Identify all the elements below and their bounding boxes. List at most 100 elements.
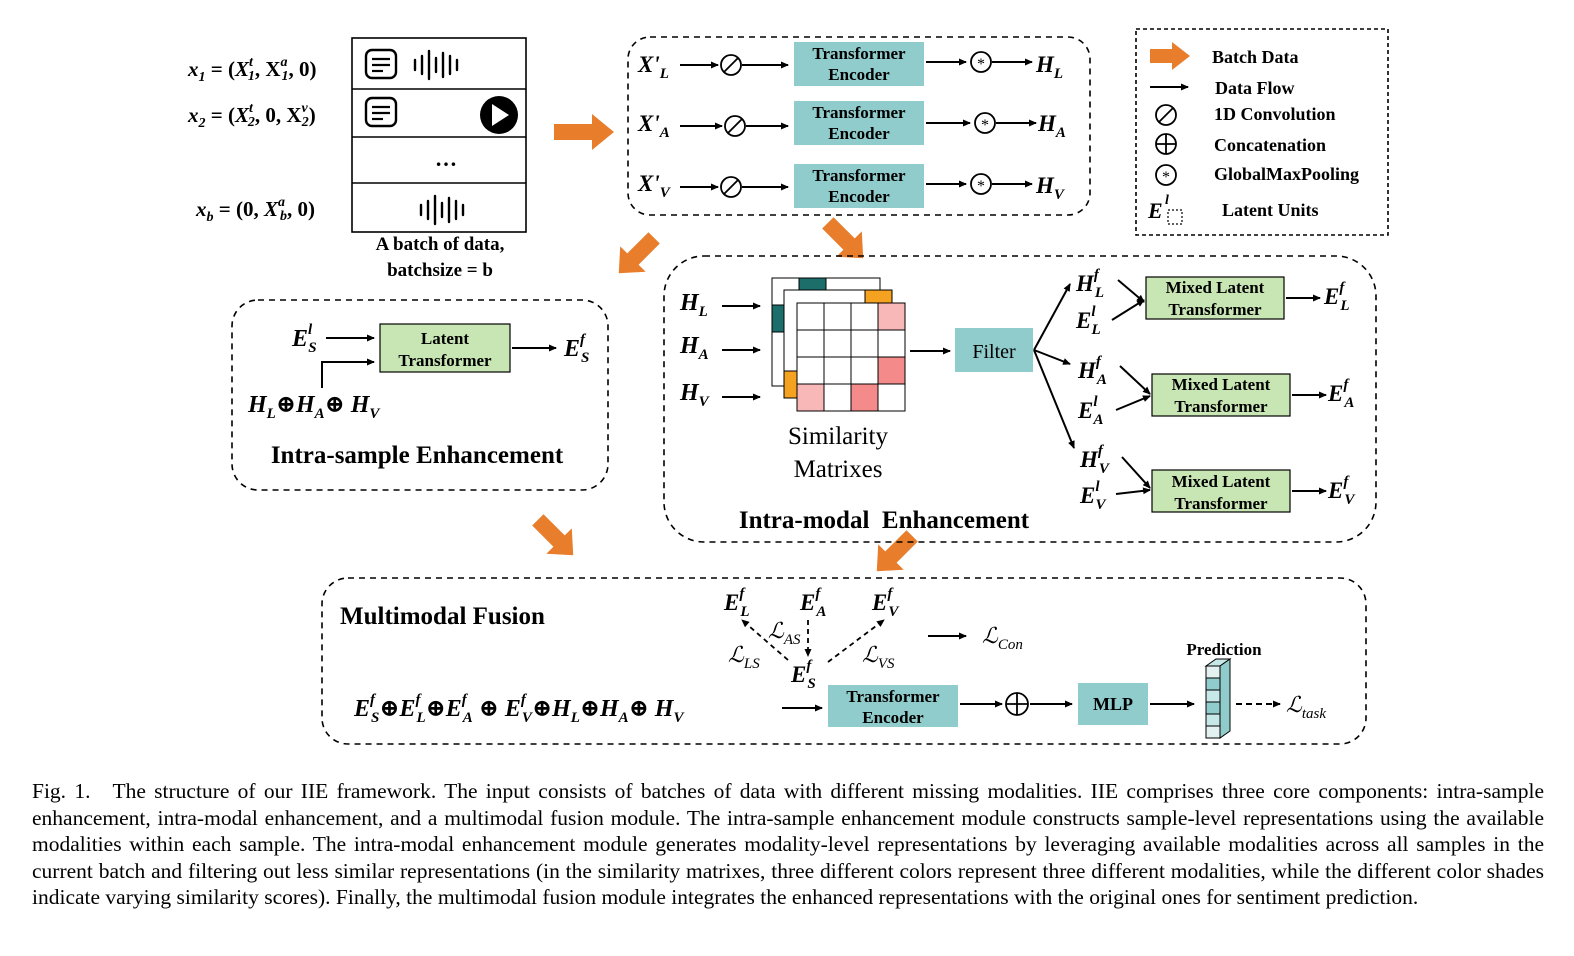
- text-doc-icon: [364, 96, 398, 128]
- modality-encoders: X'L Transformer Encoder * HL X'A Transfo…: [627, 36, 1091, 216]
- orange-arrow-icon: [618, 232, 660, 274]
- conv-1d-icon: [720, 176, 742, 198]
- svg-text:E: E: [1147, 198, 1163, 223]
- svg-text:Filter: Filter: [972, 341, 1016, 363]
- svg-text:ElL: ElL: [1075, 304, 1101, 338]
- global-max-pooling-icon: *: [970, 173, 992, 195]
- legend: Batch Data Data Flow 1D Convolution Conc…: [1135, 28, 1389, 236]
- conv-1d-icon: [724, 115, 746, 137]
- svg-text:Encoder: Encoder: [828, 65, 890, 84]
- orange-arrow-icon: [532, 514, 574, 556]
- concat-icon: [1005, 692, 1029, 716]
- svg-text:EfA: EfA: [799, 586, 826, 620]
- svg-text:EfV: EfV: [1327, 474, 1356, 508]
- svg-text:Transformer: Transformer: [846, 687, 940, 706]
- mixed-latent-transformer-block: [1151, 469, 1291, 513]
- circled-plus-icon: [1155, 133, 1177, 155]
- svg-text:HfL: HfL: [1075, 267, 1104, 301]
- svg-text:Encoder: Encoder: [862, 708, 924, 727]
- svg-text:EfL: EfL: [1323, 280, 1350, 314]
- svg-text:Latent Units: Latent Units: [1222, 200, 1319, 220]
- svg-text:Similarity: Similarity: [788, 423, 889, 450]
- slashed-circle-icon: [1155, 104, 1177, 126]
- transformer-encoder-block: [794, 164, 924, 208]
- batch-label: A batch of data,: [376, 234, 505, 255]
- batch-ellipsis: …: [435, 146, 457, 171]
- orange-arrow-icon: [1150, 42, 1190, 70]
- latent-transformer-block: [379, 323, 511, 373]
- prediction-vector: [1204, 658, 1232, 739]
- svg-text:Transformer: Transformer: [1168, 300, 1262, 319]
- global-max-pooling-icon: *: [970, 51, 992, 73]
- similarity-matrices: [771, 277, 906, 412]
- svg-text:EfL: EfL: [723, 586, 750, 620]
- svg-text:1D Convolution: 1D Convolution: [1214, 104, 1336, 124]
- intra-sample-title: Intra-sample Enhancement: [271, 442, 564, 469]
- svg-text:ElV: ElV: [1079, 479, 1108, 513]
- svg-text:Data Flow: Data Flow: [1215, 78, 1295, 98]
- svg-text:X'V: X'V: [637, 171, 672, 201]
- figure-label: Fig. 1.: [32, 779, 91, 803]
- svg-text:Mixed Latent: Mixed Latent: [1166, 278, 1265, 297]
- orange-arrow-icon: [876, 530, 918, 572]
- svg-text:Encoder: Encoder: [828, 187, 890, 206]
- svg-text:Transformer: Transformer: [812, 44, 906, 63]
- svg-text:Matrixes: Matrixes: [794, 456, 883, 483]
- figure-caption: Fig. 1.The structure of our IIE framewor…: [32, 778, 1544, 911]
- svg-text:HL⊕HA⊕ HV: HL⊕HA⊕ HV: [247, 392, 381, 422]
- svg-text:EfS: EfS: [790, 658, 816, 692]
- svg-text:HL: HL: [679, 290, 708, 320]
- filter-block: [955, 328, 1033, 372]
- svg-text:Transformer: Transformer: [1174, 397, 1268, 416]
- prediction-label: Prediction: [1186, 640, 1262, 659]
- svg-text:Transformer: Transformer: [812, 166, 906, 185]
- svg-text:X'L: X'L: [637, 52, 669, 82]
- similarity-matrix-grid: [796, 302, 906, 412]
- svg-text:Batch Data: Batch Data: [1212, 47, 1299, 67]
- svg-text:EfS: EfS: [563, 332, 589, 366]
- svg-text:x2 = (Xt2, 0, Xv2): x2 = (Xt2, 0, Xv2): [187, 101, 316, 131]
- svg-text:ElS: ElS: [291, 322, 317, 356]
- svg-text:HfV: HfV: [1079, 443, 1111, 477]
- svg-text:HV: HV: [679, 380, 711, 410]
- svg-text:Encoder: Encoder: [828, 124, 890, 143]
- svg-text:HV: HV: [1035, 173, 1066, 203]
- mixed-latent-transformer-block: [1151, 373, 1291, 417]
- global-max-pooling-icon: *: [974, 112, 996, 134]
- svg-text:Latent: Latent: [421, 329, 470, 348]
- svg-text:ℒLS: ℒLS: [728, 642, 760, 672]
- svg-text:Concatenation: Concatenation: [1214, 135, 1326, 155]
- audio-wave-icon: [419, 194, 465, 226]
- mixed-latent-transformer-block: [1145, 276, 1285, 320]
- svg-text:xb = (0, Xab, 0): xb = (0, Xab, 0): [195, 195, 315, 225]
- encoder-row-a: X'A Transformer Encoder * HA: [637, 101, 1066, 145]
- svg-text:ℒAS: ℒAS: [768, 618, 801, 648]
- svg-text:*: *: [977, 178, 985, 195]
- svg-text:l: l: [1165, 193, 1169, 208]
- text-doc-icon: [364, 48, 398, 80]
- svg-text:MLP: MLP: [1093, 694, 1133, 714]
- circled-asterisk-icon: *: [1155, 164, 1177, 186]
- transformer-encoder-block: [794, 101, 924, 145]
- intra-modal-enhancement: HL HA HV Similarity Matrixes: [663, 255, 1377, 543]
- encoder-row-l: X'L Transformer Encoder * HL: [637, 42, 1063, 86]
- svg-text:ℒVS: ℒVS: [862, 642, 895, 672]
- transformer-encoder-block: [794, 42, 924, 86]
- svg-text:Transformer: Transformer: [812, 103, 906, 122]
- svg-text:HA: HA: [1037, 111, 1066, 141]
- svg-text:Mixed Latent: Mixed Latent: [1172, 375, 1271, 394]
- svg-text:Transformer: Transformer: [1174, 494, 1268, 513]
- svg-text:ElA: ElA: [1077, 394, 1104, 428]
- svg-text:HA: HA: [679, 333, 709, 363]
- fusion-transformer-encoder-block: [828, 685, 958, 727]
- svg-text:EfV: EfV: [871, 586, 900, 620]
- svg-text:ℒtask: ℒtask: [1286, 692, 1326, 722]
- fusion-title: Multimodal Fusion: [340, 603, 545, 630]
- svg-text:x1 = (Xt1, Xa1, 0): x1 = (Xt1, Xa1, 0): [187, 55, 317, 85]
- mlp-block: [1078, 683, 1148, 725]
